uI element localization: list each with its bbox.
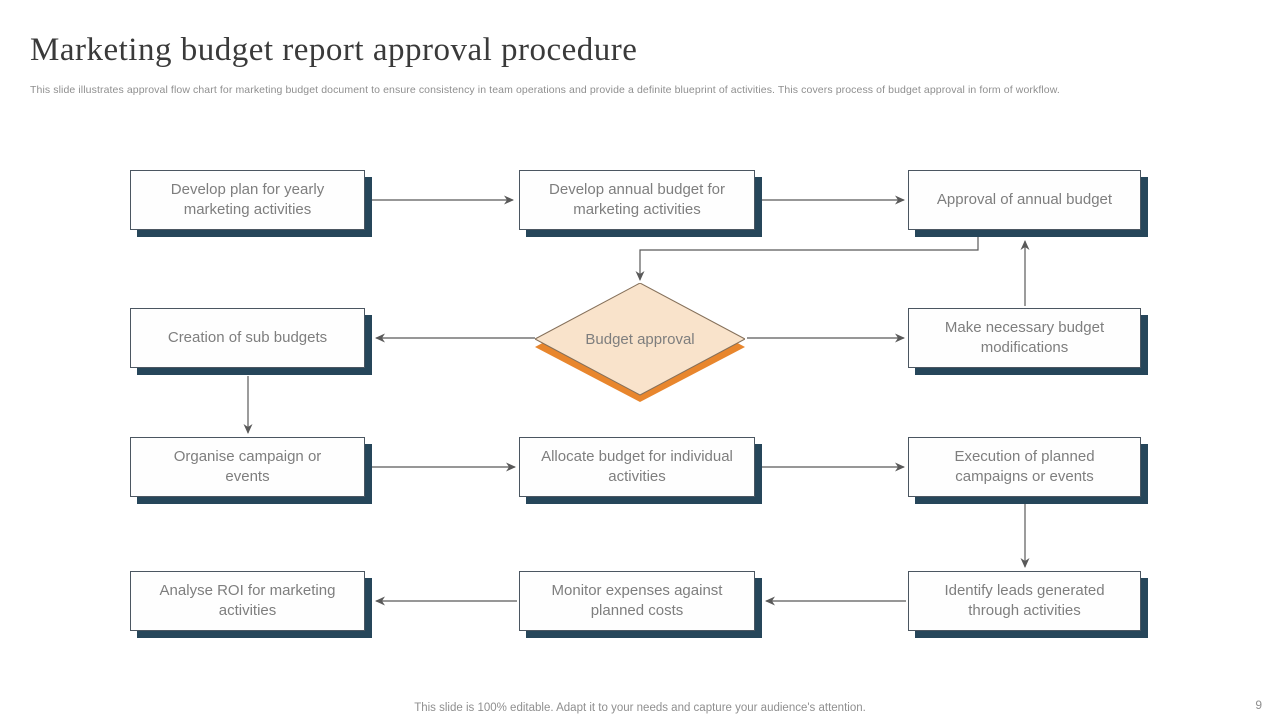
node-label: Approval of annual budget [936, 191, 1113, 209]
node-label: Make necessary budget modifications [944, 319, 1105, 356]
node-make-modifications[interactable]: Make necessary budget modifications [908, 308, 1141, 368]
node-organise-campaign[interactable]: Organise campaign or events [130, 437, 365, 497]
node-analyse-roi[interactable]: Analyse ROI for marketing activities [130, 571, 365, 631]
node-identify-leads[interactable]: Identify leads generated through activit… [908, 571, 1141, 631]
node-label: Develop annual budget for marketing acti… [549, 181, 725, 218]
node-label: Execution of planned campaigns or events [954, 448, 1095, 485]
node-label: Monitor expenses against planned costs [551, 582, 723, 619]
node-label: Allocate budget for individual activitie… [541, 448, 733, 485]
node-label: Organise campaign or events [173, 448, 322, 485]
node-approval-annual-budget[interactable]: Approval of annual budget [908, 170, 1141, 230]
editable-note: This slide is 100% editable. Adapt it to… [414, 702, 866, 714]
page-number: 9 [1255, 698, 1262, 712]
node-label: Creation of sub budgets [167, 329, 328, 347]
node-creation-sub-budgets[interactable]: Creation of sub budgets [130, 308, 365, 368]
decision-diamond-shape [533, 282, 747, 402]
node-execution-campaigns[interactable]: Execution of planned campaigns or events [908, 437, 1141, 497]
node-label: Budget approval [585, 330, 695, 348]
node-develop-plan[interactable]: Develop plan for yearly marketing activi… [130, 170, 365, 230]
node-budget-approval-decision[interactable]: Budget approval [533, 282, 747, 403]
slide-subtitle: This slide illustrates approval flow cha… [30, 84, 1060, 96]
node-allocate-budget[interactable]: Allocate budget for individual activitie… [519, 437, 755, 497]
node-label: Analyse ROI for marketing activities [159, 582, 336, 619]
node-develop-annual-budget[interactable]: Develop annual budget for marketing acti… [519, 170, 755, 230]
edge-approval-to-decision [635, 236, 979, 281]
node-monitor-expenses[interactable]: Monitor expenses against planned costs [519, 571, 755, 631]
page-title: Marketing budget report approval procedu… [30, 32, 638, 68]
node-label: Identify leads generated through activit… [944, 582, 1105, 619]
node-label: Develop plan for yearly marketing activi… [170, 181, 325, 218]
